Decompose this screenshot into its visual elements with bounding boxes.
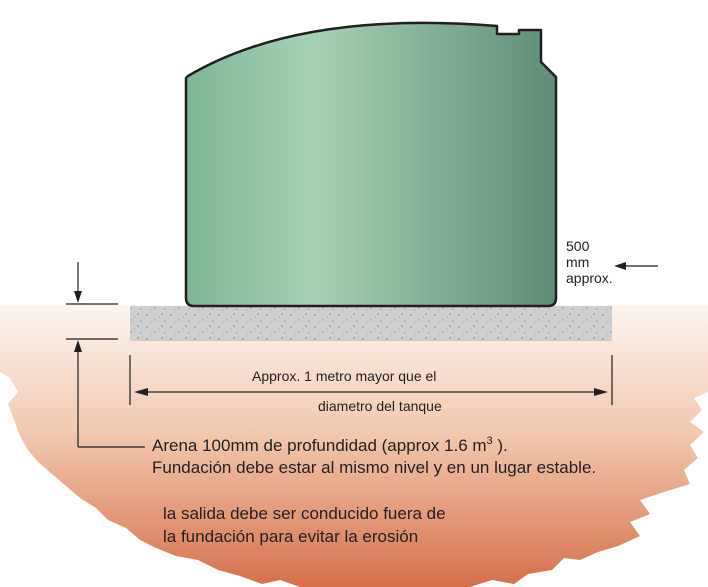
sand-depth-text: Arena 100mm de profundidad (approx 1.6 m (152, 436, 487, 455)
arrow-up-icon (74, 340, 82, 352)
height-unit: mm (566, 254, 590, 270)
arrow-left-icon (134, 388, 148, 396)
cubic-superscript: 3 (486, 435, 493, 447)
arrow-right-icon (594, 388, 608, 396)
width-label-line2: diametro del tanque (318, 398, 442, 414)
arrow-down-icon (74, 291, 82, 303)
height-dimension-left (66, 262, 145, 448)
foundation-level-label: Fundación debe estar al mismo nivel y en… (152, 458, 597, 477)
height-label: 500 mm approx. (566, 238, 613, 286)
height-approx: approx. (566, 270, 613, 286)
sand-depth-label: Arena 100mm de profundidad (approx 1.6 m… (152, 435, 508, 456)
ground-area (0, 305, 708, 587)
arrow-left-icon (614, 262, 626, 270)
width-dimension (129, 355, 613, 405)
height-value: 500 (566, 238, 590, 254)
sand-pad-texture (130, 306, 612, 341)
outlet-note-line1: la salida debe ser conducido fuera de (163, 504, 446, 523)
water-tank (184, 21, 558, 308)
outlet-note-line2: la fundación para evitar la erosión (163, 527, 419, 546)
width-label-line1: Approx. 1 metro mayor que el (252, 368, 437, 384)
sand-depth-end: ). (492, 436, 508, 455)
